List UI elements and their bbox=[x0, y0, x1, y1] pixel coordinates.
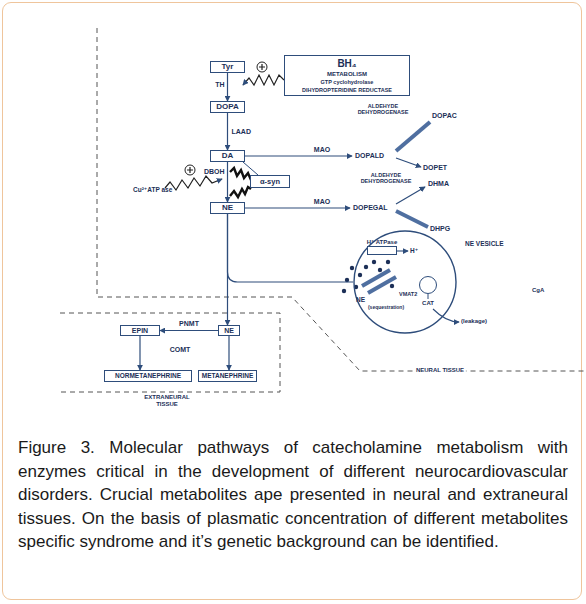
activation-sign bbox=[187, 167, 193, 173]
dehydrogenase-bar bbox=[396, 211, 428, 227]
activation-squiggle bbox=[165, 176, 222, 190]
ne-dot bbox=[345, 278, 349, 282]
ne-dot bbox=[378, 268, 382, 272]
vesicle-outline bbox=[354, 231, 456, 333]
protein-box: α-syn bbox=[250, 175, 290, 188]
vesicle-circle: NE VESICLEH⁺ ATPaseCgA bbox=[353, 230, 457, 334]
enzyme-label: ALDEHYDE DEHYDROGENASE bbox=[355, 103, 411, 115]
metabolite-box: METANEPHRINE bbox=[198, 370, 257, 382]
metabolite-label: DOPEGAL bbox=[353, 204, 388, 212]
node-text: DOPA bbox=[216, 103, 239, 111]
ion-label: H⁺ bbox=[410, 247, 418, 254]
metabolite-label: DOPAC bbox=[432, 112, 457, 120]
ne-dot bbox=[386, 260, 390, 264]
mao-arrow bbox=[245, 207, 350, 208]
pathway-arrow bbox=[228, 336, 229, 370]
node-text: Tyr bbox=[222, 63, 234, 71]
pathway-arrow bbox=[227, 113, 228, 150]
ne-dot bbox=[364, 265, 368, 269]
pathway-arrow bbox=[228, 214, 354, 282]
proton-arrow bbox=[397, 250, 408, 251]
metabolite-box: NORMETANEPHRINE bbox=[104, 370, 192, 382]
pump-box: H⁺ ATPase bbox=[367, 246, 397, 255]
enzyme-label: Cu²⁺ATP ase bbox=[133, 186, 172, 193]
enzyme-label: ALDEHYDE DEHYDROGENASE bbox=[358, 172, 414, 184]
metabolite-label: NE bbox=[356, 296, 365, 303]
enzyme-label: MAO bbox=[314, 198, 330, 206]
enzyme-label: COMT bbox=[170, 346, 191, 354]
vmat2-bar bbox=[368, 277, 396, 293]
node-text: METANEPHRINE bbox=[202, 373, 254, 380]
node-subtext: GTP cyclohydrolase bbox=[285, 79, 409, 87]
transporter-label: VMAT2 bbox=[399, 291, 417, 297]
inhibition-squiggle bbox=[230, 168, 251, 180]
node-text: H⁺ ATPase bbox=[367, 238, 398, 245]
leakage-arrow bbox=[433, 309, 459, 322]
node-text: α-syn bbox=[260, 178, 280, 186]
ne-dots bbox=[342, 260, 394, 293]
metabolite-label: DOPALD bbox=[355, 152, 384, 160]
activation-sign bbox=[257, 62, 267, 72]
metabolite-box: NE bbox=[218, 325, 240, 336]
enzyme-label: PNMT bbox=[179, 320, 199, 328]
activation-sign bbox=[185, 165, 195, 175]
node-text: NE bbox=[222, 204, 233, 212]
metabolite-arrow bbox=[396, 158, 421, 167]
tissue-label: EXTRANEURAL TISSUE bbox=[139, 394, 195, 407]
node-text: NE bbox=[224, 327, 234, 334]
figure-caption: Figure 3. Molecular pathways of catechol… bbox=[18, 436, 568, 554]
metabolite-box: EPIN bbox=[120, 325, 160, 336]
ne-dot bbox=[358, 273, 362, 277]
mao-arrow bbox=[245, 155, 352, 156]
process-label: (sequestration) bbox=[368, 305, 404, 311]
metabolite-label: DHPG bbox=[430, 225, 450, 233]
pathway-arrow bbox=[227, 162, 228, 202]
node-text: NE VESICLE bbox=[465, 240, 504, 247]
extraneural-boundary bbox=[60, 313, 280, 392]
tissue-label: NEURAL TISSUE bbox=[414, 367, 466, 374]
protein-circle: CgA bbox=[419, 276, 437, 294]
metabolite-box: NE bbox=[210, 202, 245, 214]
pathway-arrow bbox=[139, 336, 140, 370]
activation-squiggle bbox=[243, 75, 284, 85]
enzyme-label: LAAD bbox=[232, 128, 251, 136]
pathway-arrow bbox=[227, 214, 228, 325]
enzyme-label: DBOH bbox=[204, 168, 225, 176]
metabolite-box: DOPA bbox=[210, 101, 245, 113]
node-text: DA bbox=[222, 152, 234, 160]
ne-dot bbox=[372, 260, 376, 264]
process-label: (leakage) bbox=[461, 318, 487, 325]
cofactor-box: BH₄METABOLISMGTP cyclohydrolaseDIHYDROPT… bbox=[284, 55, 410, 96]
ne-dot bbox=[350, 266, 354, 270]
metabolite-arrow bbox=[396, 187, 425, 204]
ne-dot bbox=[342, 289, 346, 293]
enzyme-label: MAO bbox=[314, 146, 330, 154]
metabolite-label: CAT bbox=[422, 300, 434, 307]
dehydrogenase-bar bbox=[396, 122, 430, 151]
link-line bbox=[243, 162, 258, 175]
enzyme-label: TH bbox=[215, 81, 224, 89]
cga-link bbox=[428, 294, 429, 299]
node-text: EPIN bbox=[132, 327, 148, 334]
node-subtext: DIHYDROPTERIDINE REDUCTASE bbox=[285, 87, 409, 95]
node-subtext: METABOLISM bbox=[285, 70, 409, 79]
node-text: BH₄ bbox=[285, 58, 409, 70]
metabolite-label: DHMA bbox=[428, 180, 449, 188]
activation-sign bbox=[259, 64, 265, 70]
inhibition-squiggle bbox=[230, 187, 251, 197]
ne-dot bbox=[390, 284, 394, 288]
pathway-arrow bbox=[227, 73, 228, 101]
node-text: NORMETANEPHRINE bbox=[115, 373, 181, 380]
metabolite-label: DOPET bbox=[423, 164, 447, 172]
neural-boundary bbox=[97, 28, 586, 371]
metabolite-box: DA bbox=[210, 150, 245, 162]
node-text: CgA bbox=[532, 287, 544, 293]
metabolite-box: Tyr bbox=[210, 61, 245, 73]
pathway-arrow bbox=[160, 330, 218, 331]
